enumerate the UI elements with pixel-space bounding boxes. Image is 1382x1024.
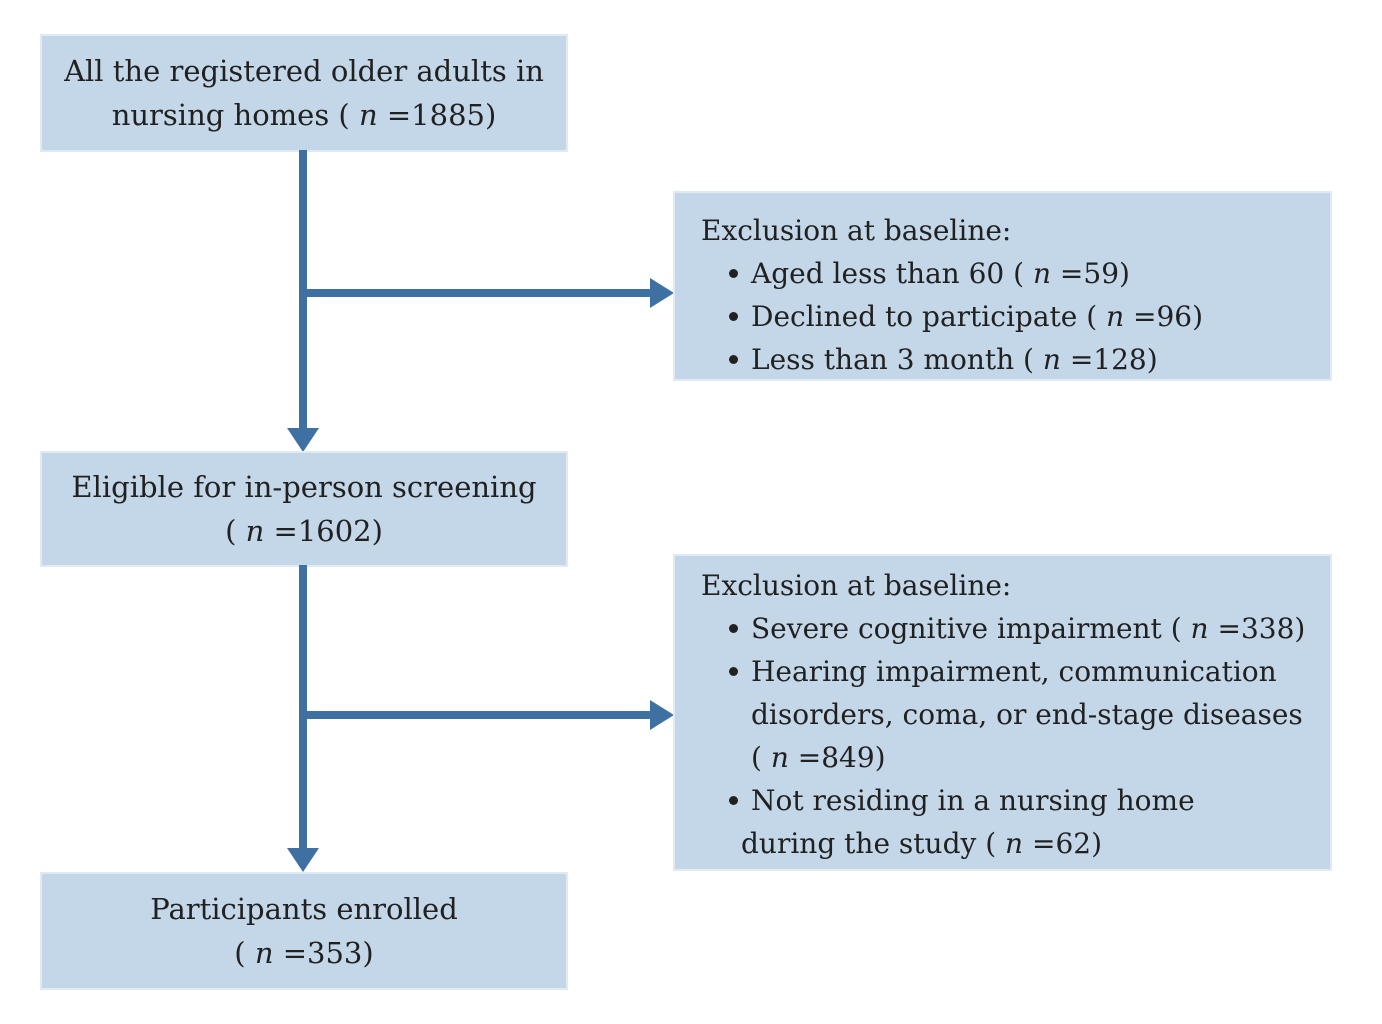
bullet-icon [729,269,738,278]
list-item: Less than 3 month ( n =128) [729,338,1320,381]
bullet-text: Aged less than 60 ( n =59) [751,257,1130,290]
box-exclusion-baseline-1: Exclusion at baseline: Aged less than 60… [673,191,1332,381]
arrowhead-right-icon [650,278,674,308]
box-text-line: Eligible for in-person screening [71,470,537,504]
bullet-text: Not residing in a nursing home [751,784,1195,817]
arrow-eligible-to-enrolled [299,565,307,850]
bullet-icon [729,312,738,321]
box-exclusion-baseline-2: Exclusion at baseline: Severe cognitive … [673,554,1332,871]
bullet-icon [729,667,738,676]
bullet-text: Less than 3 month ( n =128) [751,343,1158,376]
exclusion-title: Exclusion at baseline: [701,569,1012,602]
bullet-icon [729,796,738,805]
exclusion-list: Severe cognitive impairment ( n =338) He… [701,607,1320,865]
bullet-text: Declined to participate ( n =96) [751,300,1204,333]
bullet-text: during the study ( n =62) [741,827,1102,860]
list-item: Not residing in a nursing home during th… [729,779,1320,865]
bullet-text: disorders, coma, or end-stage diseases [751,698,1303,731]
box-registered-adults: All the registered older adults in nursi… [40,34,568,152]
arrowhead-down-icon [287,848,319,872]
box-eligible-screening: Eligible for in-person screening ( n =16… [40,451,568,567]
arrow-branch-exclusion-2 [303,711,650,719]
bullet-icon [729,624,738,633]
bullet-text: ( n =849) [751,741,886,774]
box-text-line: nursing homes ( n =1885) [111,98,497,132]
box-text-line: All the registered older adults in [64,54,544,88]
bullet-icon [729,355,738,364]
box-text-line: ( n =1602) [225,514,383,548]
bullet-text: Hearing impairment, communication [751,655,1277,688]
box-text-line: Participants enrolled [150,892,458,926]
exclusion-list: Aged less than 60 ( n =59) Declined to p… [701,252,1320,381]
exclusion-title: Exclusion at baseline: [701,214,1012,247]
list-item: Declined to participate ( n =96) [729,295,1320,338]
list-item: Hearing impairment, communication disord… [729,650,1320,779]
box-participants-enrolled: Participants enrolled ( n =353) [40,872,568,990]
bullet-text: Severe cognitive impairment ( n =338) [751,612,1306,645]
arrowhead-right-icon [650,700,674,730]
list-item: Aged less than 60 ( n =59) [729,252,1320,295]
arrowhead-down-icon [287,428,319,452]
arrow-branch-exclusion-1 [303,289,650,297]
list-item: Severe cognitive impairment ( n =338) [729,607,1320,650]
box-text-line: ( n =353) [234,936,374,970]
